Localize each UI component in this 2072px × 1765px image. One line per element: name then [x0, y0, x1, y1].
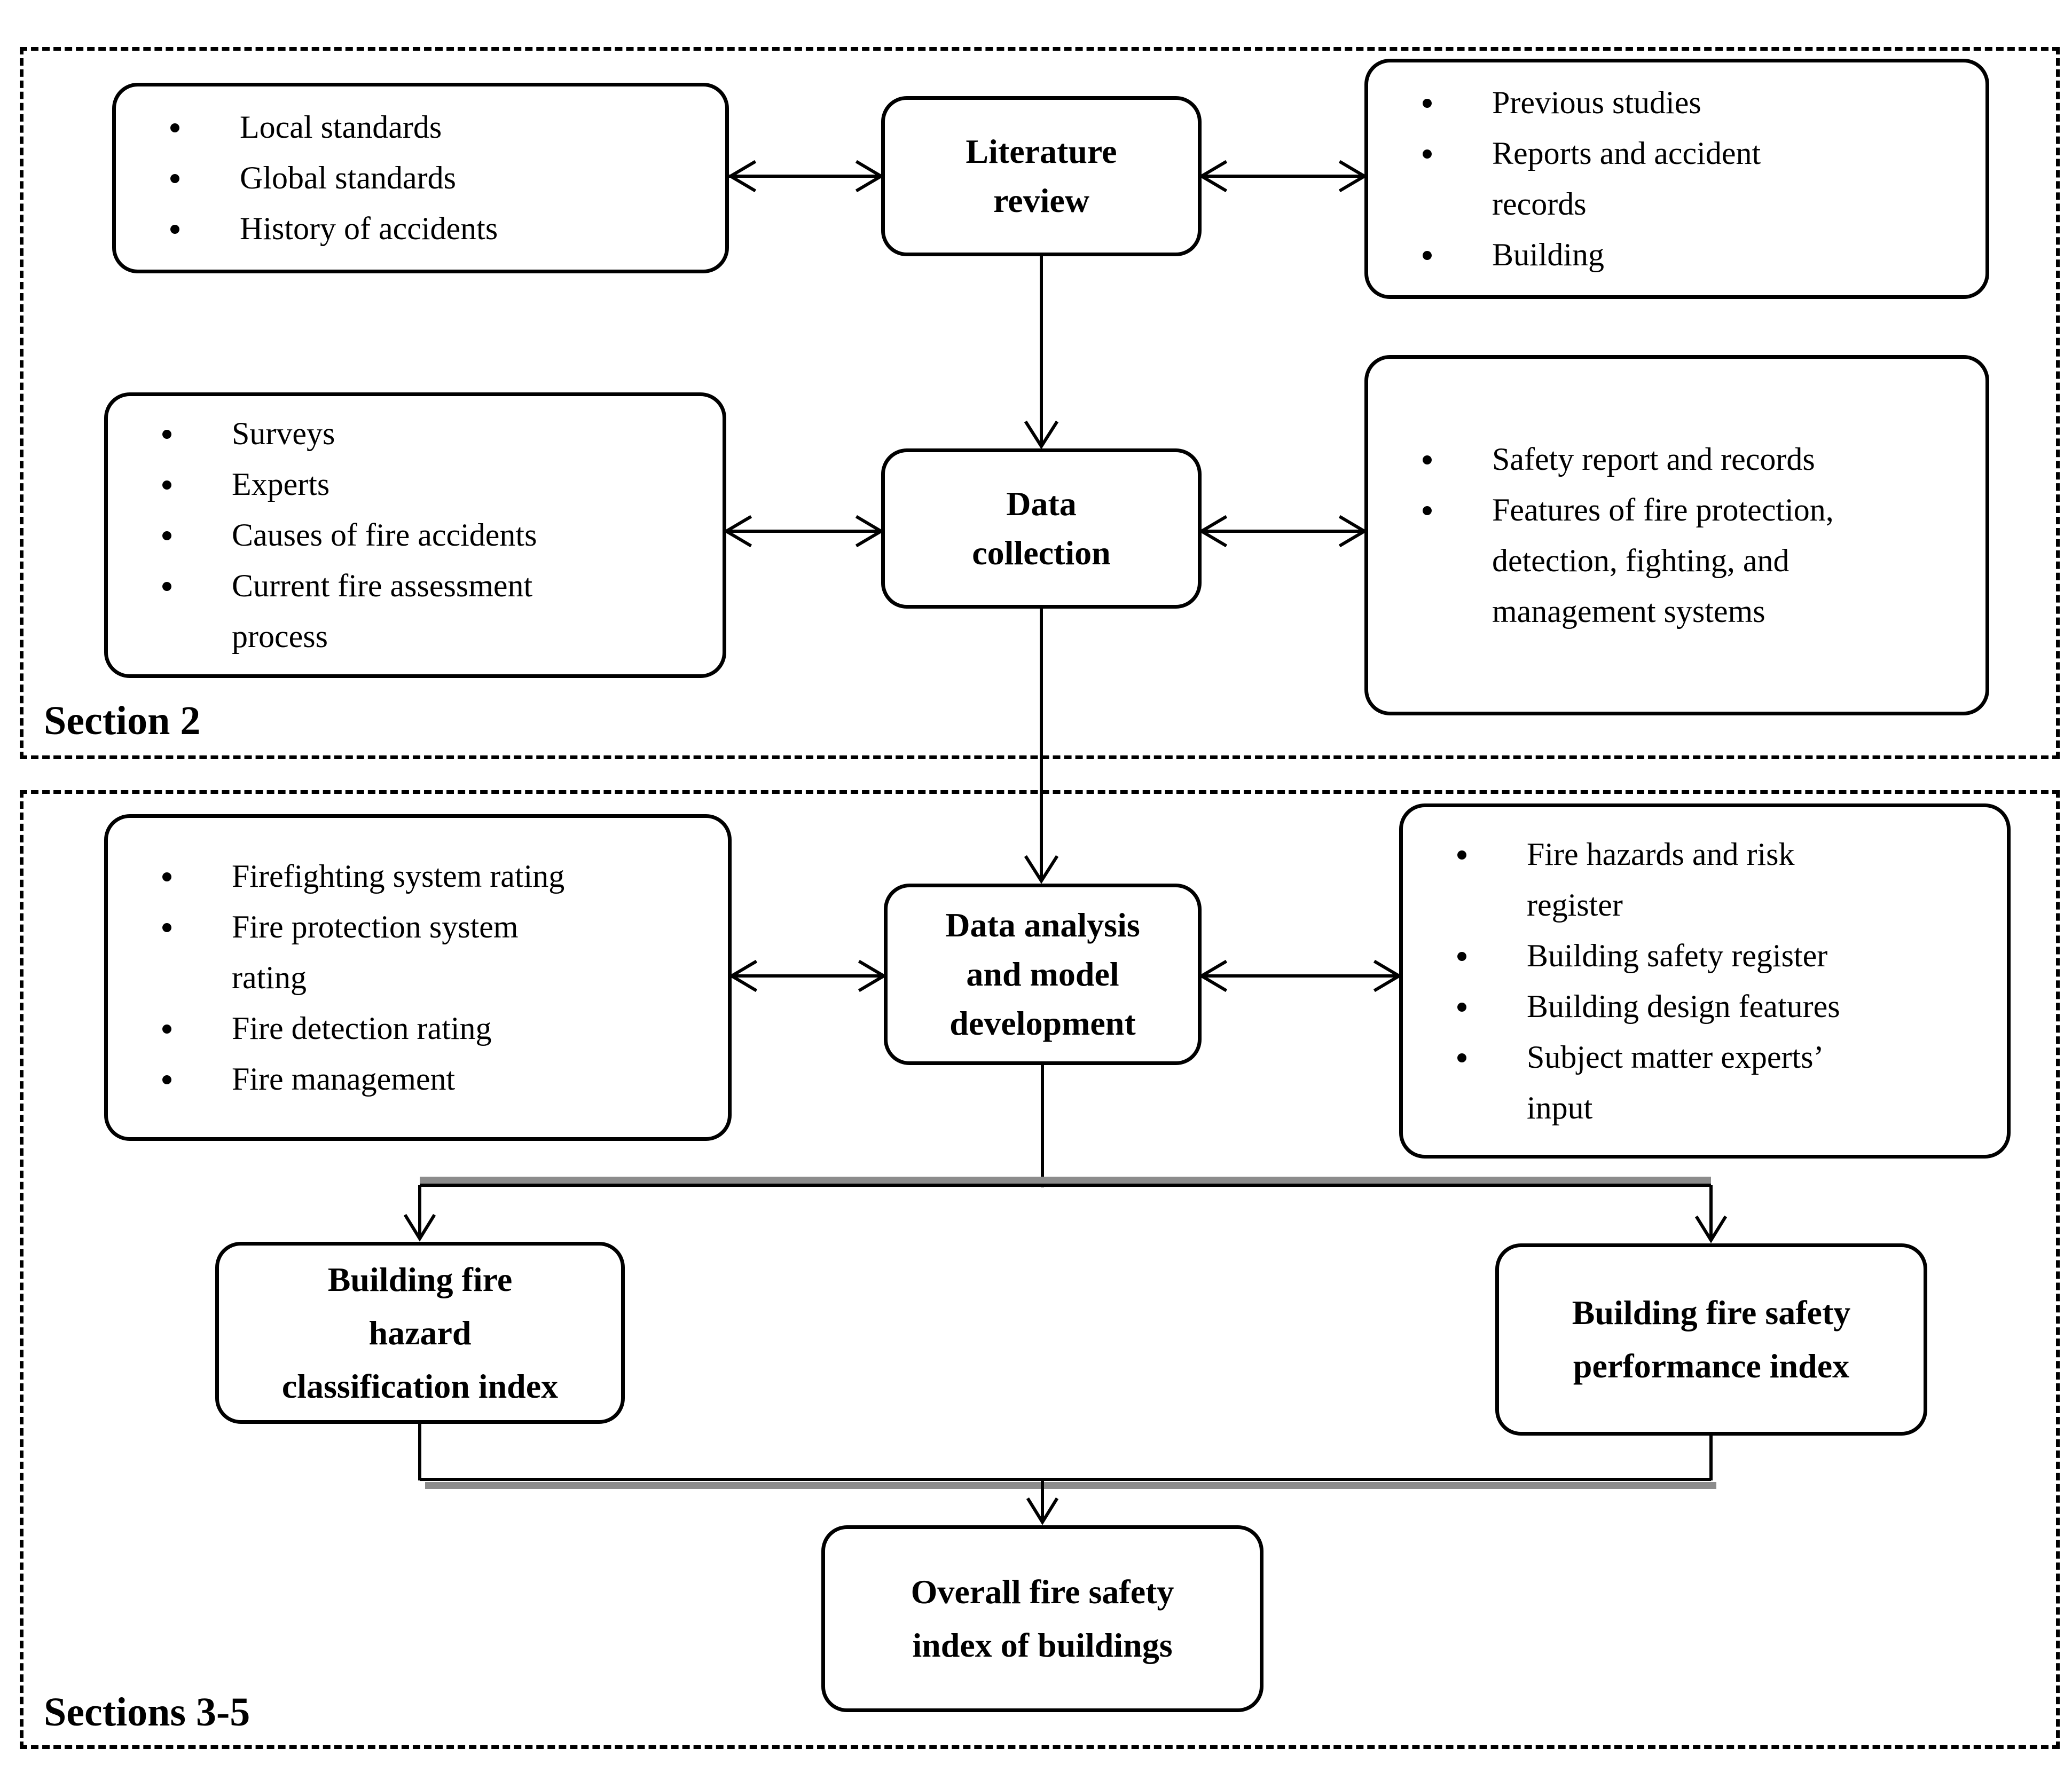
arrow-literature-to-data-collection [1024, 256, 1059, 450]
list-item: Features of fire protection, detection, … [1368, 485, 1969, 637]
list-item: Fire hazards and risk register [1403, 829, 1991, 931]
literature-review-box: Literature review [881, 96, 1202, 256]
list-item: Local standards [116, 102, 709, 153]
list-item: Fire management [108, 1054, 712, 1105]
literature-review-label: Literature review [966, 132, 1117, 219]
list-item: Previous studies [1368, 77, 1969, 128]
list-item: Current fire assessment process [108, 561, 707, 662]
list-item: Building safety register [1403, 931, 1991, 981]
overall-index-box: Overall fire safety index of buildings [821, 1525, 1263, 1712]
arrow-ratings-data-analysis [728, 959, 887, 992]
overall-index-label: Overall fire safety index of buildings [911, 1573, 1174, 1664]
arrow-literature-previous-studies [1198, 160, 1368, 193]
safety-performance-index-label: Building fire safety performance index [1572, 1294, 1851, 1385]
standards-box: Local standards Global standards History… [112, 83, 729, 273]
safety-performance-index-box: Building fire safety performance index [1495, 1243, 1927, 1436]
list-item: Causes of fire accidents [108, 510, 707, 561]
sections-3-5-label: Sections 3-5 [44, 1690, 250, 1735]
list-item: Safety report and records [1368, 434, 1969, 485]
hazard-classification-index-label: Building fire hazard classification inde… [281, 1260, 559, 1405]
list-item: Fire detection rating [108, 1003, 712, 1054]
hazard-classification-index-box: Building fire hazard classification inde… [215, 1242, 625, 1424]
list-item: Subject matter experts’ input [1403, 1032, 1991, 1133]
section-2-label: Section 2 [44, 698, 201, 743]
arrow-data-collection-safety-records [1198, 515, 1368, 548]
list-item: Building [1368, 230, 1969, 280]
data-collection-box: Data collection [881, 448, 1202, 609]
arrow-data-collection-to-data-analysis [1024, 608, 1059, 884]
list-item: Fire protection system rating [108, 902, 712, 1003]
data-analysis-box: Data analysis and model development [884, 884, 1202, 1065]
split-bar-to-index-boxes [403, 1065, 1728, 1243]
ratings-box: Firefighting system rating Fire protecti… [104, 814, 732, 1141]
data-collection-label: Data collection [972, 485, 1111, 572]
data-analysis-label: Data analysis and model development [945, 906, 1140, 1042]
previous-studies-box: Previous studies Reports and accident re… [1364, 59, 1989, 299]
list-item: Reports and accident records [1368, 128, 1969, 230]
safety-records-box: Safety report and records Features of fi… [1364, 355, 1989, 715]
arrow-data-analysis-registers [1198, 959, 1402, 992]
arrow-surveys-data-collection [723, 515, 884, 548]
list-item: Firefighting system rating [108, 851, 712, 902]
list-item: History of accidents [116, 203, 709, 254]
registers-box: Fire hazards and risk register Building … [1399, 803, 2011, 1159]
list-item: Global standards [116, 153, 709, 203]
list-item: Experts [108, 459, 707, 510]
arrow-standards-literature [727, 160, 884, 193]
surveys-box: Surveys Experts Causes of fire accidents… [104, 392, 726, 678]
list-item: Surveys [108, 408, 707, 459]
list-item: Building design features [1403, 981, 1991, 1032]
merge-bar-to-overall-index [418, 1422, 1716, 1525]
